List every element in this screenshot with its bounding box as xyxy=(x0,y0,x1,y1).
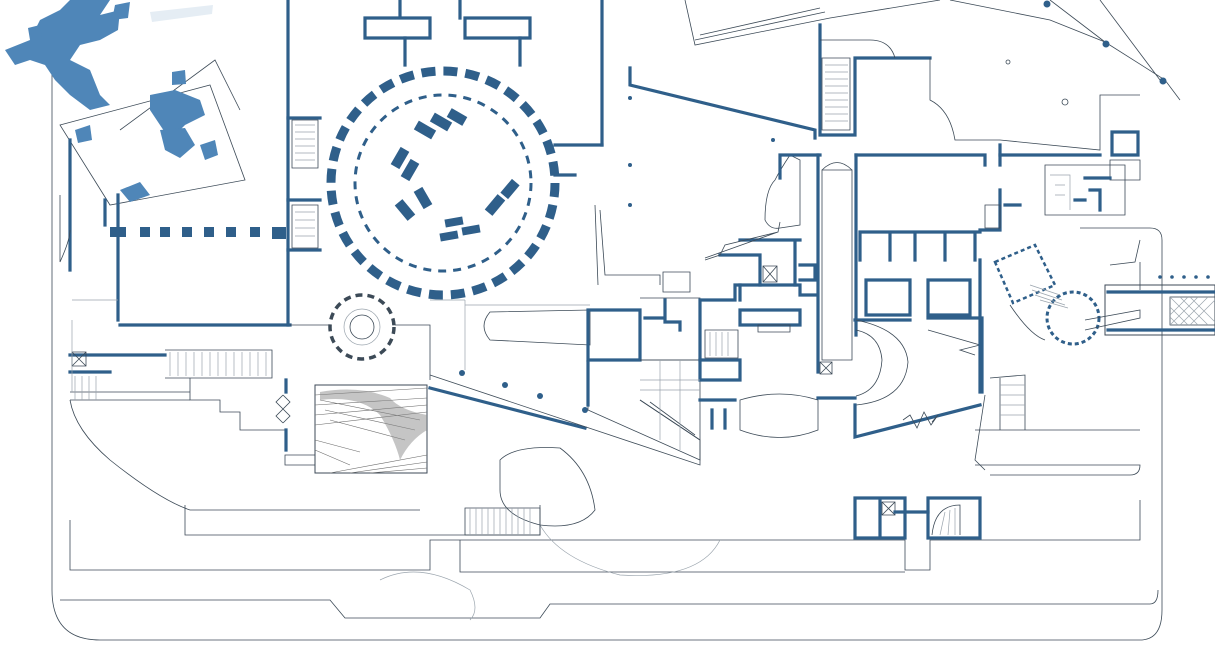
water-garden xyxy=(5,0,246,206)
site-boundary xyxy=(51,40,1163,641)
sculpture-court xyxy=(275,378,428,474)
central-courtyard xyxy=(586,66,817,461)
rotunda xyxy=(326,66,560,300)
stair-towers xyxy=(464,496,982,540)
central-gallery xyxy=(286,0,604,327)
long-gallery xyxy=(764,23,1140,440)
connector-walls xyxy=(59,195,742,392)
east-gallery-rooms xyxy=(698,221,857,438)
left-wing xyxy=(68,138,292,431)
east-pavilion xyxy=(974,239,1215,471)
northeast-building xyxy=(684,0,1181,232)
circular-pavilion xyxy=(328,293,396,361)
